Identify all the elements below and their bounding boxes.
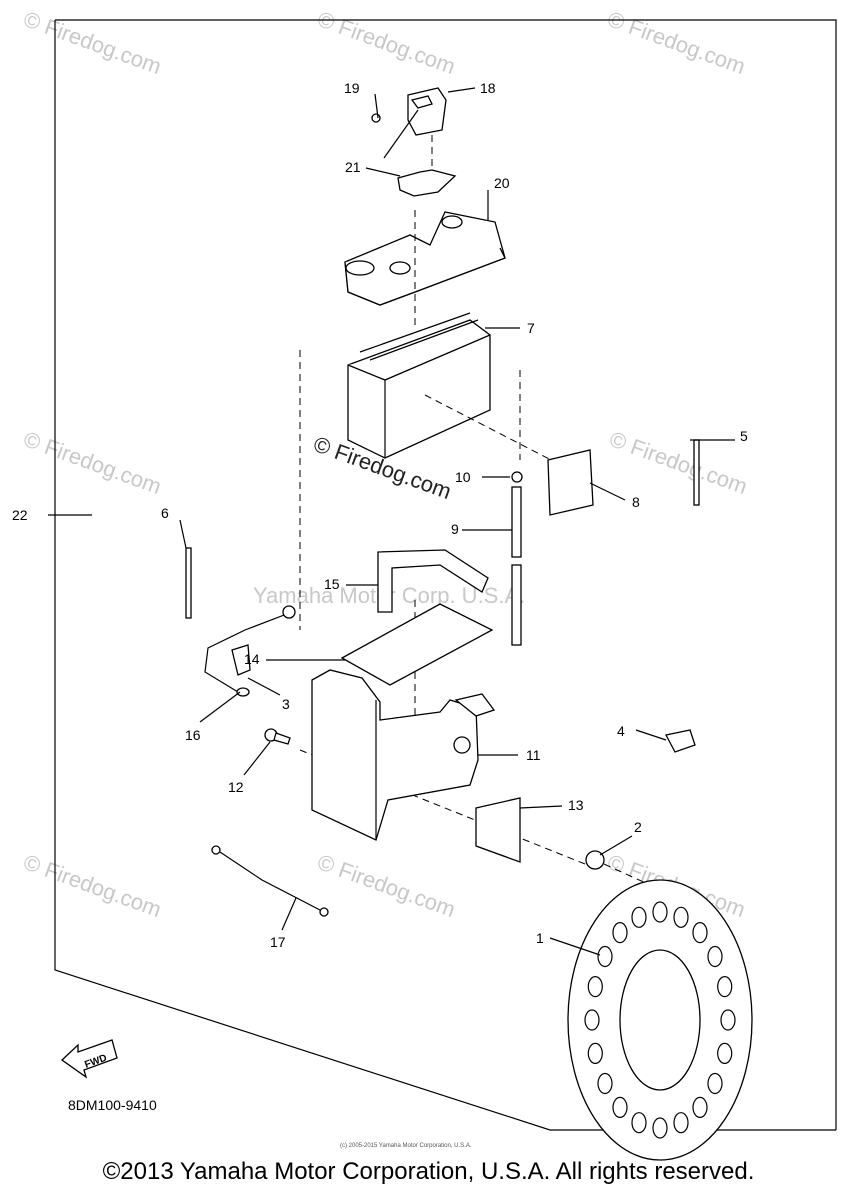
fuse-holder-part xyxy=(371,87,447,175)
band-part xyxy=(511,471,523,646)
callout-16: 16 xyxy=(185,727,201,743)
callout-11: 11 xyxy=(526,747,541,763)
cover-sheet-part xyxy=(475,797,521,863)
callout-8: 8 xyxy=(632,494,640,510)
callout-6: 6 xyxy=(161,505,169,521)
rotor-hole xyxy=(707,1072,723,1095)
callout-21: 21 xyxy=(345,159,361,175)
small-copyright: (c) 2005-2015 Yamaha Motor Corporation, … xyxy=(340,1143,472,1149)
rotor-part xyxy=(567,879,753,1161)
callout-4: 4 xyxy=(617,723,625,739)
callout-20: 20 xyxy=(494,175,510,191)
callout-labels: 1 2 3 4 5 6 7 8 9 10 11 12 13 14 15 16 1… xyxy=(12,80,748,950)
rotor-hole xyxy=(652,901,668,923)
watermark: © Firedog.com xyxy=(314,849,458,922)
rotor-hole xyxy=(587,1042,603,1065)
callout-13: 13 xyxy=(568,797,584,813)
rotor-hole xyxy=(717,975,733,998)
watermark: © Firedog.com xyxy=(20,426,164,499)
watermark: © Firedog.com xyxy=(604,6,748,79)
callout-2: 2 xyxy=(634,819,642,835)
callout-17: 17 xyxy=(270,934,286,950)
bolt-part xyxy=(264,728,291,745)
copyright-footer: ©2013 Yamaha Motor Corporation, U.S.A. A… xyxy=(102,1158,755,1185)
rotor-hole xyxy=(597,1072,613,1095)
rotor-hole xyxy=(587,975,603,998)
callout-10: 10 xyxy=(455,469,471,485)
rotor-hole xyxy=(631,1112,647,1134)
rotor-hole xyxy=(692,1096,708,1119)
callout-7: 7 xyxy=(527,320,535,336)
callout-22: 22 xyxy=(12,507,28,523)
rotor-hole xyxy=(673,1112,689,1134)
callout-1: 1 xyxy=(536,930,544,946)
callout-12: 12 xyxy=(228,779,244,795)
rotor-hole xyxy=(584,1009,600,1031)
callout-3: 3 xyxy=(282,696,290,712)
callout-15: 15 xyxy=(324,576,340,592)
rotor-hole xyxy=(692,921,708,944)
watermark: © Firedog.com xyxy=(20,849,164,922)
rotor-hole xyxy=(631,906,647,928)
battery-box-part xyxy=(311,669,496,841)
rotor-bolt-part xyxy=(585,850,651,886)
rotor-hole xyxy=(597,945,613,968)
clip-part xyxy=(665,729,696,753)
fwd-arrow-icon: FWD xyxy=(60,1039,118,1079)
battery-cover-part xyxy=(344,210,506,330)
callout-9: 9 xyxy=(451,521,459,537)
watermark: © Firedog.com xyxy=(20,6,164,79)
rotor-hole xyxy=(707,945,723,968)
pad-part xyxy=(547,449,594,516)
watermark: © Firedog.com xyxy=(606,426,750,499)
callout-leaders xyxy=(48,87,735,956)
callout-5: 5 xyxy=(740,428,748,444)
strap-part xyxy=(377,549,489,613)
rotor-hole xyxy=(612,921,628,944)
sheet-part xyxy=(340,603,494,686)
rotor-hole xyxy=(673,906,689,928)
diagram-code: 8DM100-9410 xyxy=(68,1097,157,1113)
callout-19: 19 xyxy=(344,80,360,96)
bracket-part xyxy=(397,169,457,197)
watermark: © Firedog.com xyxy=(314,6,458,79)
cable-part xyxy=(211,845,329,917)
callout-18: 18 xyxy=(480,80,496,96)
callout-14: 14 xyxy=(244,651,260,667)
battery-part xyxy=(347,312,491,459)
rotor-hole xyxy=(720,1009,736,1031)
rotor-hole xyxy=(652,1117,668,1139)
rotor-hole xyxy=(612,1096,628,1119)
lead-wire-part xyxy=(204,605,296,697)
rotor-hole xyxy=(717,1042,733,1065)
